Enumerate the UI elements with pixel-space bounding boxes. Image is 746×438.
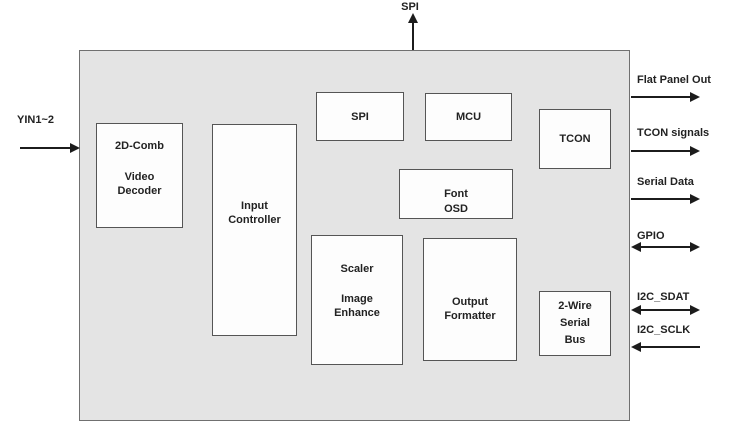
port-label-gpio: GPIO bbox=[637, 230, 665, 242]
port-label-i2c-sdat: I2C_SDAT bbox=[637, 291, 690, 303]
block-label: Decoder bbox=[117, 185, 162, 197]
port-label-flat-panel-out: Flat Panel Out bbox=[637, 74, 711, 86]
block-label: OSD bbox=[444, 203, 468, 215]
arrow-left-icon bbox=[631, 342, 700, 352]
block-label: Controller bbox=[228, 214, 281, 226]
block-label: Bus bbox=[564, 334, 586, 346]
yin-port-label: YIN1~2 bbox=[17, 114, 54, 126]
block-2d-comb-video-decoder: 2D-Comb Video Decoder bbox=[96, 123, 183, 228]
block-label: Input bbox=[241, 200, 268, 212]
arrow-right-icon bbox=[631, 194, 700, 204]
block-spi: SPI bbox=[316, 92, 404, 141]
block-label: SPI bbox=[351, 110, 369, 123]
block-scaler-image-enhance: Scaler Image Enhance bbox=[311, 235, 403, 365]
block-label: Font bbox=[444, 188, 468, 200]
arrow-right-icon bbox=[631, 146, 700, 156]
arrow-right-icon bbox=[20, 143, 80, 153]
block-label: Formatter bbox=[444, 310, 496, 322]
block-font-osd: Font OSD bbox=[399, 169, 513, 219]
arrow-up-icon bbox=[408, 13, 418, 50]
port-label-serial-data: Serial Data bbox=[637, 176, 694, 188]
block-label: Output bbox=[451, 296, 489, 308]
block-label: Serial bbox=[560, 317, 590, 329]
block-label: Image bbox=[341, 293, 373, 305]
block-mcu: MCU bbox=[425, 93, 512, 141]
block-label: 2-Wire bbox=[558, 300, 592, 312]
block-label: Scaler bbox=[340, 263, 374, 275]
port-label-i2c-sclk: I2C_SCLK bbox=[637, 324, 691, 336]
block-label: MCU bbox=[455, 111, 482, 123]
block-output-formatter: Output Formatter bbox=[423, 238, 517, 361]
block-2-wire-serial-bus: 2-Wire Serial Bus bbox=[539, 291, 611, 356]
block-label: 2D-Comb bbox=[115, 140, 164, 152]
block-label: Video bbox=[124, 171, 155, 183]
block-input-controller: Input Controller bbox=[212, 124, 297, 336]
block-tcon: TCON bbox=[539, 109, 611, 169]
arrow-bidirectional-icon bbox=[631, 305, 700, 315]
arrow-bidirectional-icon bbox=[631, 242, 700, 252]
arrow-right-icon bbox=[631, 92, 700, 102]
port-label-tcon-signals: TCON signals bbox=[637, 127, 710, 139]
spi-top-port-label: SPI bbox=[401, 1, 419, 13]
block-label: TCON bbox=[559, 133, 591, 145]
block-label: Enhance bbox=[334, 307, 380, 319]
